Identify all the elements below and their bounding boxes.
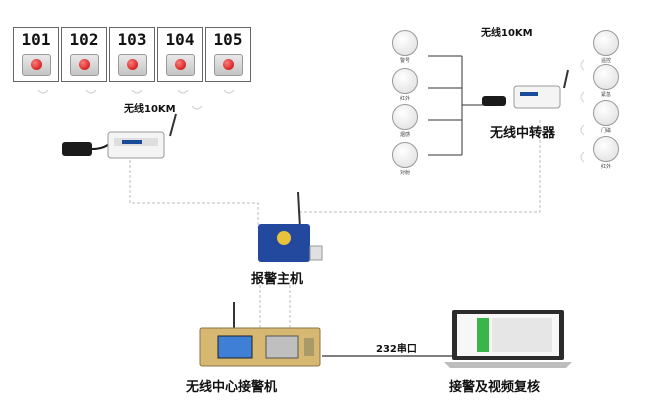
- serial-link-label: 232串口: [376, 344, 417, 355]
- panic-button-icon: [214, 54, 243, 76]
- laptop-icon: [444, 310, 572, 368]
- panic-button-icon: [22, 54, 51, 76]
- sensor-label: 警号: [399, 58, 410, 64]
- infrared-detector-icon: [593, 136, 619, 162]
- wireless-receiver-icon: [62, 113, 177, 159]
- center-receiver-icon: [199, 302, 321, 367]
- room-panel: 105: [205, 27, 251, 82]
- sensor-label: 对射: [399, 170, 410, 176]
- wireless-repeater-icon: [482, 69, 569, 109]
- link-receiver-to-host: [129, 160, 259, 228]
- beam-detector-icon: [392, 142, 418, 168]
- repeater-label: 无线中转器: [490, 126, 556, 141]
- remote-control-icon: [593, 30, 619, 56]
- panic-button-icon: [166, 54, 195, 76]
- room-panel: 103: [109, 27, 155, 82]
- alarm-host-label: 报警主机: [251, 272, 304, 287]
- room-number: 101: [21, 30, 51, 49]
- room-number: 103: [117, 30, 147, 49]
- wireless-range-label-right: 无线10KM: [481, 28, 533, 39]
- infrared-detector-icon: [392, 68, 418, 94]
- bus-branches: [428, 55, 462, 156]
- room-panel: 104: [157, 27, 203, 82]
- panic-button-icon: [70, 54, 99, 76]
- room-number: 105: [213, 30, 243, 49]
- siren-icon: [392, 30, 418, 56]
- alarm-host-icon: [258, 191, 323, 262]
- room-number: 104: [165, 30, 195, 49]
- wireless-range-label-left: 无线10KM: [124, 104, 176, 115]
- panic-button-icon: [118, 54, 147, 76]
- pc-label: 接警及视频复核: [449, 380, 541, 395]
- sensor-label: 门磁: [600, 128, 611, 134]
- sensor-label: 红外: [399, 96, 410, 102]
- sensor-label: 遥控: [600, 58, 611, 64]
- sensor-label: 红外: [600, 164, 611, 170]
- center-receiver-label: 无线中心接警机: [186, 380, 278, 395]
- sensor-label: 烟感: [399, 132, 410, 138]
- room-panel: 102: [61, 27, 107, 82]
- door-contact-icon: [593, 100, 619, 126]
- sensor-label: 紧急: [600, 92, 611, 98]
- room-panel: 101: [13, 27, 59, 82]
- room-number: 102: [69, 30, 99, 49]
- smoke-detector-icon: [392, 104, 418, 130]
- panic-button-icon: [593, 64, 619, 90]
